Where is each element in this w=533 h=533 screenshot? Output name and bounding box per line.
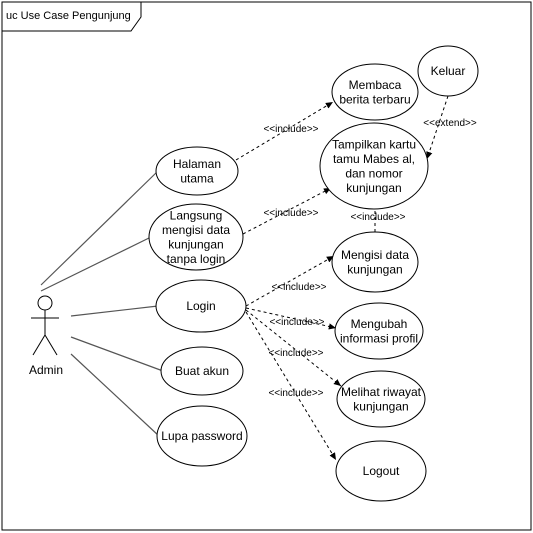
use-case-label: mengisi data [162,223,230,237]
use-case-label: tamu Mabes al, [333,152,415,166]
use-case-ellipse [335,440,427,502]
use-case-label: Logout [363,464,400,478]
use-case-label: Keluar [431,64,466,78]
association-login [70,305,159,317]
relation-login-to-mengisi-data [245,255,335,307]
use-case-label: kunjungan [168,237,223,251]
use-case-label: Mengisi data [341,248,409,262]
relation-label: <<include>> [268,348,323,359]
use-case-buat-akun[interactable]: Buat akun [160,346,244,396]
use-case-label: Langsung [170,208,223,222]
relation-label: <<include>> [263,124,318,135]
use-case-label: Membaca [349,78,402,92]
frame-title-tab [1,1,142,32]
use-case-ellipse [417,45,479,97]
actor-head [37,295,53,311]
use-case-ellipse [331,231,419,293]
use-case-label: berita terbaru [339,92,410,106]
use-case-label: dan nomor [345,166,402,180]
use-case-keluar[interactable]: Keluar [417,45,479,97]
use-case-label: utama [180,171,214,185]
relation-label: <<include>> [271,282,326,293]
relation-login-to-logout [245,311,337,461]
use-case-logout[interactable]: Logout [335,440,427,502]
relationships: <<include>> <<include>> <<extend>> <<includ… [235,95,477,461]
relation-label: <<include>> [269,317,324,328]
use-case-label: kunjungan [353,399,408,413]
use-case-login[interactable]: Login [155,279,247,333]
use-case-ellipse [155,279,247,333]
use-case-label: Melihat riwayat [341,385,422,399]
frame-title: uc Use Case Pengunjung [6,10,131,22]
use-case-ellipse [148,203,244,271]
use-case-label: kunjungan [347,262,402,276]
use-case-ellipse [319,122,429,210]
use-case-label: kunjungan [346,181,401,195]
association-halaman-utama [40,170,159,286]
association-langsung-mengisi [40,236,152,292]
actor-label: Admin [29,363,63,377]
use-case-ellipse [334,302,424,360]
use-case-label: Lupa password [161,429,242,443]
actor-left-leg [32,334,46,356]
relation-login-to-melihat-riwayat [245,309,342,387]
use-case-ellipse [155,146,239,196]
use-case-label: Buat akun [175,364,229,378]
association-buat-akun [70,336,164,372]
use-case-ellipse [160,346,244,396]
relation-label: <<include>> [263,208,318,219]
association-lupa-password [70,353,160,437]
relation-keluar-to-tampilkan-kartu [426,95,449,160]
use-case-ellipse [331,63,419,121]
relation-halaman-utama-to-membaca-berita [235,101,334,161]
use-case-label: Login [186,299,215,313]
actor-admin[interactable]: Admin [29,295,63,377]
use-case-label: Halaman [173,157,221,171]
relation-langsung-mengisi-to-tampilkan-kartu [242,187,332,235]
actor-right-leg [44,334,58,356]
relation-label: <<include>> [350,212,405,223]
use-case-label: tanpa login [167,252,226,266]
relation-label: <<include>> [268,388,323,399]
use-case-ellipse [336,370,426,428]
associations [40,170,164,437]
use-case-label: informasi profil [340,331,418,345]
relation-label: <<extend>> [423,118,477,129]
use-case-label: Tampilkan kartu [332,137,416,151]
use-case-ellipse [156,405,248,467]
use-case-label: Mengubah [351,317,408,331]
use-case-lupa-password[interactable]: Lupa password [156,405,248,467]
